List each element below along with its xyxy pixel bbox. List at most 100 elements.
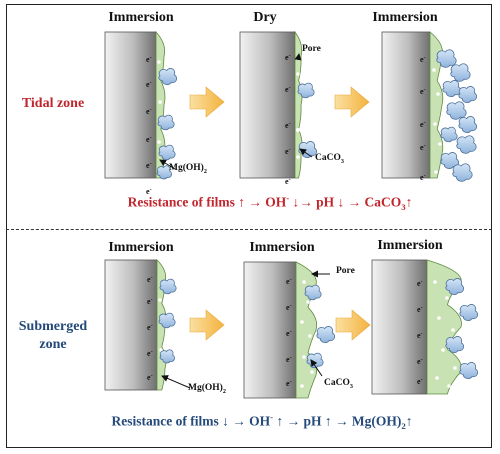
submerged-panel-2-electron-3: e- <box>286 355 292 364</box>
tidal-stage-2-title: Dry <box>253 10 277 25</box>
submerged-panel-3-pore-2 <box>437 316 441 320</box>
tidal-pore-label: Pore <box>302 44 321 54</box>
tidal-panel-1-pore-1 <box>158 100 162 104</box>
submerged-arrow-2 <box>335 309 371 341</box>
submerged-panel-2-metal <box>243 261 297 399</box>
tidal-panel-3-crystal-3 <box>458 86 478 103</box>
submerged-panel-1-pore-0 <box>158 298 162 302</box>
submerged-stage-2-title: Immersion <box>249 240 315 255</box>
tidal-panel-1-electron-2: e- <box>146 107 152 116</box>
submerged-panel-3-crystal-0 <box>445 278 465 295</box>
tidal-panel-2-pore-1 <box>296 128 300 132</box>
tidal-panel-3-pore-2 <box>433 122 437 126</box>
tidal-panel-2-electron-3: e- <box>285 147 291 156</box>
tidal-panel-3-crystal-1 <box>450 63 471 82</box>
submerged-panel-3-pore-4 <box>441 348 445 352</box>
submerged-summary: Resistance of films ↓ → OH- ↑ → pH ↑ → M… <box>111 412 413 432</box>
tidal-panel-3-pore-1 <box>436 92 440 96</box>
tidal-panel-2 <box>239 30 303 179</box>
tidal-panel-3-crystal-8 <box>440 152 460 169</box>
tidal-panel-3-crystal-9 <box>452 163 473 182</box>
tidal-mgoh2-label: Mg(OH)2 <box>169 163 207 175</box>
tidal-summary: Resistance of films ↑ → OH- ↓→ pH ↓ → Ca… <box>127 193 413 213</box>
submerged-panel-2-electron-1: e- <box>286 303 292 312</box>
submerged-panel-3-pore-5 <box>453 366 457 370</box>
tidal-panel-3-crystal-6 <box>440 126 458 143</box>
submerged-panel-1-electron-1: e- <box>147 297 153 306</box>
submerged-panel-2-crystal-0 <box>304 284 322 301</box>
tidal-panel-1-electron-1: e- <box>146 80 152 89</box>
tidal-panel-1-electron-0: e- <box>146 55 152 64</box>
submerged-panel-3-pore-7 <box>447 384 451 388</box>
submerged-panel-3-electron-4: e- <box>417 377 423 386</box>
tidal-mgoh2-pointer <box>159 159 176 170</box>
submerged-panel-2-pore-1 <box>306 300 310 304</box>
tidal-panel-2-electron-2: e- <box>285 121 291 130</box>
submerged-pore-label: Pore <box>336 266 355 276</box>
tidal-panel-1-electron-4: e- <box>146 161 152 170</box>
submerged-panel-3-pore-1 <box>445 296 449 300</box>
tidal-panel-3-crystal-2 <box>442 80 462 97</box>
tidal-panel-1-electron-5: e- <box>146 187 152 196</box>
tidal-panel-3-pore-0 <box>432 68 436 72</box>
tidal-caco3-label: CaCO3 <box>315 153 344 165</box>
submerged-panel-2-pore-4 <box>302 355 306 359</box>
submerged-stage-1-title: Immersion <box>108 240 174 255</box>
zone-divider <box>6 229 492 230</box>
submerged-panel-1-electron-3: e- <box>147 349 153 358</box>
submerged-panel-1 <box>104 259 167 391</box>
tidal-stage-1-title: Immersion <box>108 10 174 25</box>
tidal-panel-2-electron-1: e- <box>285 85 291 94</box>
submerged-panel-3-crystal-2 <box>445 336 465 353</box>
tidal-panel-3-crystal-0 <box>436 49 457 68</box>
tidal-panel-3-crystal-5 <box>458 116 478 133</box>
tidal-panel-3-metal <box>381 31 431 179</box>
submerged-panel-2-electron-0: e- <box>286 277 292 286</box>
submerged-panel-1-electron-0: e- <box>147 275 153 284</box>
tidal-panel-3-electron-3: e- <box>420 143 426 152</box>
submerged-mgoh2-pointer <box>161 375 191 389</box>
tidal-panel-2-crystal-0 <box>297 82 315 99</box>
submerged-arrow-1 <box>189 309 225 341</box>
submerged-panel-3-pore-3 <box>451 328 455 332</box>
submerged-panel-2-pore-5 <box>310 370 314 374</box>
submerged-panel-3-electron-3: e- <box>417 357 423 366</box>
submerged-panel-3-electron-0: e- <box>417 279 423 288</box>
tidal-panel-3-electron-2: e- <box>420 120 426 129</box>
tidal-panel-2-electron-0: e- <box>285 53 291 62</box>
submerged-mgoh2-label: Mg(OH)2 <box>188 383 226 395</box>
tidal-panel-1-pore-0 <box>157 60 161 64</box>
tidal-panel-3-pore-3 <box>438 142 442 146</box>
submerged-panel-2-crystal-1 <box>316 326 336 343</box>
tidal-panel-3-electron-4: e- <box>420 173 426 182</box>
tidal-panel-1 <box>104 30 166 179</box>
submerged-panel-2 <box>243 261 318 399</box>
tidal-panel-2-electron-4: e- <box>285 177 291 186</box>
submerged-panel-1-crystal-2 <box>159 349 176 364</box>
submerged-panel-3-crystal-3 <box>459 362 479 379</box>
submerged-panel-2-electron-4: e- <box>286 379 292 388</box>
submerged-panel-1-metal <box>104 259 158 391</box>
submerged-panel-3-electron-2: e- <box>417 331 423 340</box>
submerged-panel-2-pore-6 <box>300 384 304 388</box>
submerged-caco3-pointer <box>310 359 323 377</box>
tidal-arrow-2 <box>334 86 370 118</box>
tidal-panel-1-crystal-3 <box>156 165 173 180</box>
submerged-panel-3-crystal-1 <box>459 304 479 321</box>
tidal-panel-1-crystal-1 <box>157 114 175 131</box>
tidal-caco3-pointer <box>299 148 313 158</box>
submerged-panel-1-crystal-0 <box>159 278 177 295</box>
submerged-panel-2-pore-0 <box>302 280 306 284</box>
tidal-panel-2-pore-0 <box>296 72 300 76</box>
tidal-panel-2-pore-2 <box>296 155 300 159</box>
submerged-panel-3 <box>371 259 462 395</box>
tidal-panel-3-electron-1: e- <box>420 87 426 96</box>
tidal-panel-3-crystal-7 <box>456 135 477 154</box>
submerged-panel-1-crystal-1 <box>158 312 176 329</box>
submerged-stage-3-title: Immersion <box>377 238 443 253</box>
submerged-panel-3-electron-1: e- <box>417 305 423 314</box>
tidal-panel-1-electron-3: e- <box>146 135 152 144</box>
tidal-pore-pointer <box>294 53 302 61</box>
